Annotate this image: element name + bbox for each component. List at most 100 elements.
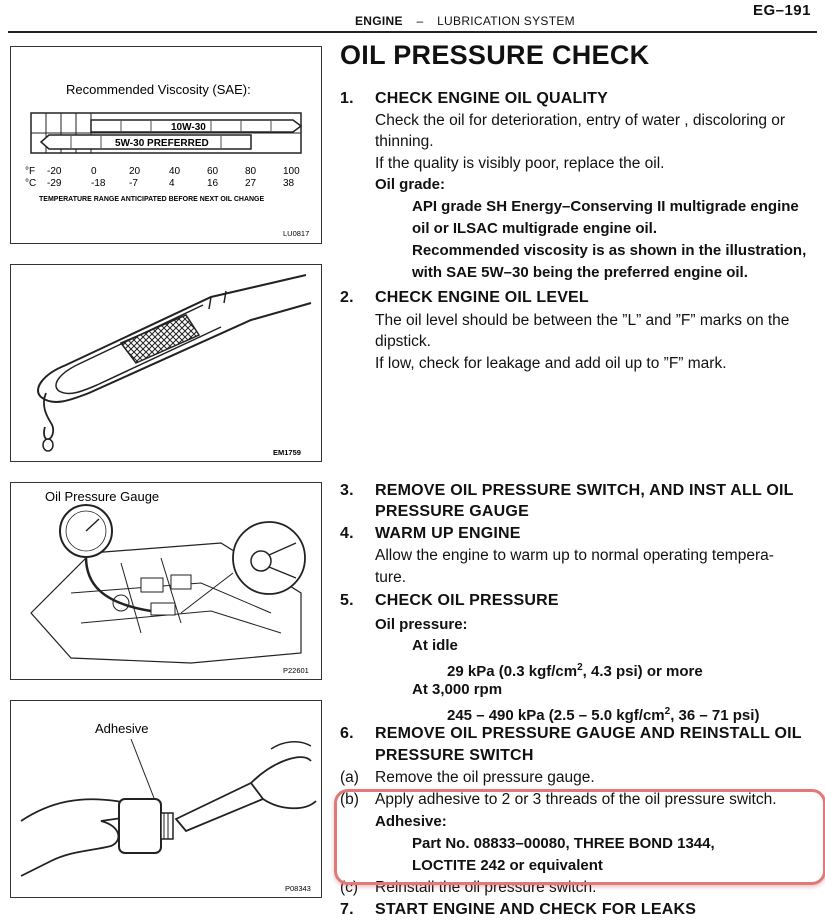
header-section: ENGINE bbox=[355, 14, 403, 28]
gauge-svg: Oil Pressure Gauge P22601 bbox=[30, 489, 309, 675]
band-5w30-label: 5W-30 PREFERRED bbox=[115, 138, 209, 149]
adhesive-spec-line2: LOCTITE 242 or equivalent bbox=[412, 857, 603, 874]
step2-line1: The oil level should be between the ”L” … bbox=[375, 312, 790, 329]
f-tick-1: 0 bbox=[91, 166, 97, 177]
gauge-hose bbox=[84, 556, 152, 613]
f-tick-4: 60 bbox=[207, 166, 219, 177]
step7-heading: START ENGINE AND CHECK FOR LEAKS bbox=[375, 901, 697, 918]
right-hand bbox=[250, 756, 317, 810]
step4-line2: ture. bbox=[375, 569, 407, 586]
inset-fitting-lines bbox=[268, 542, 297, 579]
header-dash: – bbox=[416, 14, 424, 28]
c-ticks: -29 -18 -7 4 16 27 38 bbox=[47, 178, 295, 189]
step2-number: 2. bbox=[340, 289, 354, 306]
gauge-code: P22601 bbox=[283, 666, 309, 675]
engine-parts bbox=[112, 574, 192, 616]
dipstick-figure: EM1759 bbox=[10, 264, 322, 462]
viscosity-chart-svg: Recommended Viscosity (SAE): 10W-30 5W-3… bbox=[25, 82, 309, 238]
running-header: ENGINE – LUBRICATION SYSTEM bbox=[355, 14, 575, 28]
switch-fitting bbox=[250, 550, 272, 572]
idle-spec-sup: 2 bbox=[577, 662, 583, 673]
page-title: OIL PRESSURE CHECK bbox=[340, 40, 650, 70]
page-code: EG–191 bbox=[752, 2, 811, 19]
at-3000-label: At 3,000 rpm bbox=[412, 681, 503, 698]
engine-outline bbox=[30, 542, 302, 664]
rpm-spec: 245 – 490 kPa (2.5 – 5.0 kgf/cm2, 36 – 7… bbox=[447, 701, 759, 726]
adhesive-tube bbox=[174, 781, 265, 833]
idle-spec: 29 kPa (0.3 kgf/cm2, 4.3 psi) or more bbox=[447, 657, 703, 682]
step3-heading-line2: PRESSURE GAUGE bbox=[375, 503, 529, 520]
rpm-spec-sup: 2 bbox=[664, 706, 671, 717]
idle-spec-b: , 4.3 psi) or more bbox=[582, 663, 703, 680]
step6a-label: (a) bbox=[340, 769, 359, 786]
c-unit: °C bbox=[25, 178, 36, 189]
band-10w30-hatch bbox=[120, 121, 272, 131]
oil-grade-line1: API grade SH Energy–Conserving II multig… bbox=[412, 198, 799, 215]
adhesive-spec-line1: Part No. 08833–00080, THREE BOND 1344, bbox=[412, 835, 715, 852]
adhesive-label: Adhesive bbox=[95, 721, 148, 736]
dipstick-svg: EM1759 bbox=[37, 274, 312, 457]
dipstick-code: EM1759 bbox=[273, 448, 301, 457]
oil-grade-label: Oil grade: bbox=[375, 176, 446, 193]
f-tick-0: -20 bbox=[47, 166, 62, 177]
rpm-spec-a: 245 – 490 kPa (2.5 – 5.0 kgf/cm bbox=[447, 707, 665, 724]
dipstick-blade bbox=[37, 274, 312, 403]
step7-number: 7. bbox=[340, 901, 354, 918]
band-5w30-hatch bbox=[70, 136, 222, 148]
viscosity-caption: TEMPERATURE RANGE ANTICIPATED BEFORE NEX… bbox=[39, 196, 265, 203]
dipstick-inner bbox=[55, 304, 222, 395]
oil-pressure-label: Oil pressure: bbox=[375, 616, 468, 633]
c-tick-1: -18 bbox=[91, 178, 106, 189]
step6b-text: Apply adhesive to 2 or 3 threads of the … bbox=[375, 791, 777, 808]
step4-line1: Allow the engine to warm up to normal op… bbox=[375, 547, 774, 564]
oil-grade-line4: with SAE 5W–30 being the preferred engin… bbox=[412, 264, 748, 281]
step1-line2: thinning. bbox=[375, 133, 434, 150]
c-tick-2: -7 bbox=[129, 178, 138, 189]
step6-number: 6. bbox=[340, 725, 354, 742]
f-tick-6: 100 bbox=[283, 166, 300, 177]
step6a-text: Remove the oil pressure gauge. bbox=[375, 769, 595, 786]
step4-heading: WARM UP ENGINE bbox=[375, 525, 521, 542]
header-rule bbox=[8, 31, 817, 33]
switch-thread bbox=[160, 812, 174, 840]
header-subsection: LUBRICATION SYSTEM bbox=[437, 14, 575, 28]
band-10w30 bbox=[90, 119, 303, 133]
dipstick-tick-marks bbox=[208, 290, 227, 310]
viscosity-code: LU0817 bbox=[283, 229, 309, 238]
step3-number: 3. bbox=[340, 482, 354, 499]
f-unit: °F bbox=[25, 166, 35, 177]
gauge-figure: Oil Pressure Gauge P22601 bbox=[10, 482, 322, 680]
c-tick-5: 27 bbox=[245, 178, 257, 189]
band-10w30-label: 10W-30 bbox=[171, 122, 206, 133]
band-5w30 bbox=[39, 134, 252, 150]
viscosity-title: Recommended Viscosity (SAE): bbox=[66, 82, 251, 97]
rpm-spec-b: , 36 – 71 psi) bbox=[670, 707, 760, 724]
left-hand bbox=[20, 798, 133, 877]
step1-number: 1. bbox=[340, 90, 354, 107]
step1-line3: If the quality is visibly poor, replace … bbox=[375, 155, 665, 172]
f-tick-2: 20 bbox=[129, 166, 141, 177]
adhesive-figure: Adhesive P08343 bbox=[10, 700, 322, 898]
step1-heading: CHECK ENGINE OIL QUALITY bbox=[375, 90, 608, 107]
viscosity-figure: Recommended Viscosity (SAE): 10W-30 5W-3… bbox=[10, 46, 322, 244]
oil-grade-line2: oil or ILSAC multigrade engine oil. bbox=[412, 220, 658, 237]
at-idle-label: At idle bbox=[412, 637, 458, 654]
step5-number: 5. bbox=[340, 592, 354, 609]
step5-heading: CHECK OIL PRESSURE bbox=[375, 592, 559, 609]
gauge-inner-ring bbox=[65, 510, 107, 552]
oil-grade-line3: Recommended viscosity is as shown in the… bbox=[412, 242, 807, 259]
step4-number: 4. bbox=[340, 525, 354, 542]
step3-heading-line1: REMOVE OIL PRESSURE SWITCH, AND INST ALL… bbox=[375, 482, 794, 499]
step6-heading-line1: REMOVE OIL PRESSURE GAUGE AND REINSTALL … bbox=[375, 725, 802, 742]
gauge-needle bbox=[85, 518, 100, 532]
step1-line1: Check the oil for deterioration, entry o… bbox=[375, 112, 786, 129]
c-tick-0: -29 bbox=[47, 178, 62, 189]
dipstick-mark-zone bbox=[119, 314, 201, 364]
c-tick-4: 16 bbox=[207, 178, 219, 189]
c-tick-6: 38 bbox=[283, 178, 295, 189]
c-tick-3: 4 bbox=[169, 178, 175, 189]
step2-line3: If low, check for leakage and add oil up… bbox=[375, 355, 727, 372]
adhesive-svg: Adhesive P08343 bbox=[20, 721, 317, 893]
f-tick-3: 40 bbox=[169, 166, 181, 177]
oil-drip bbox=[43, 392, 55, 441]
